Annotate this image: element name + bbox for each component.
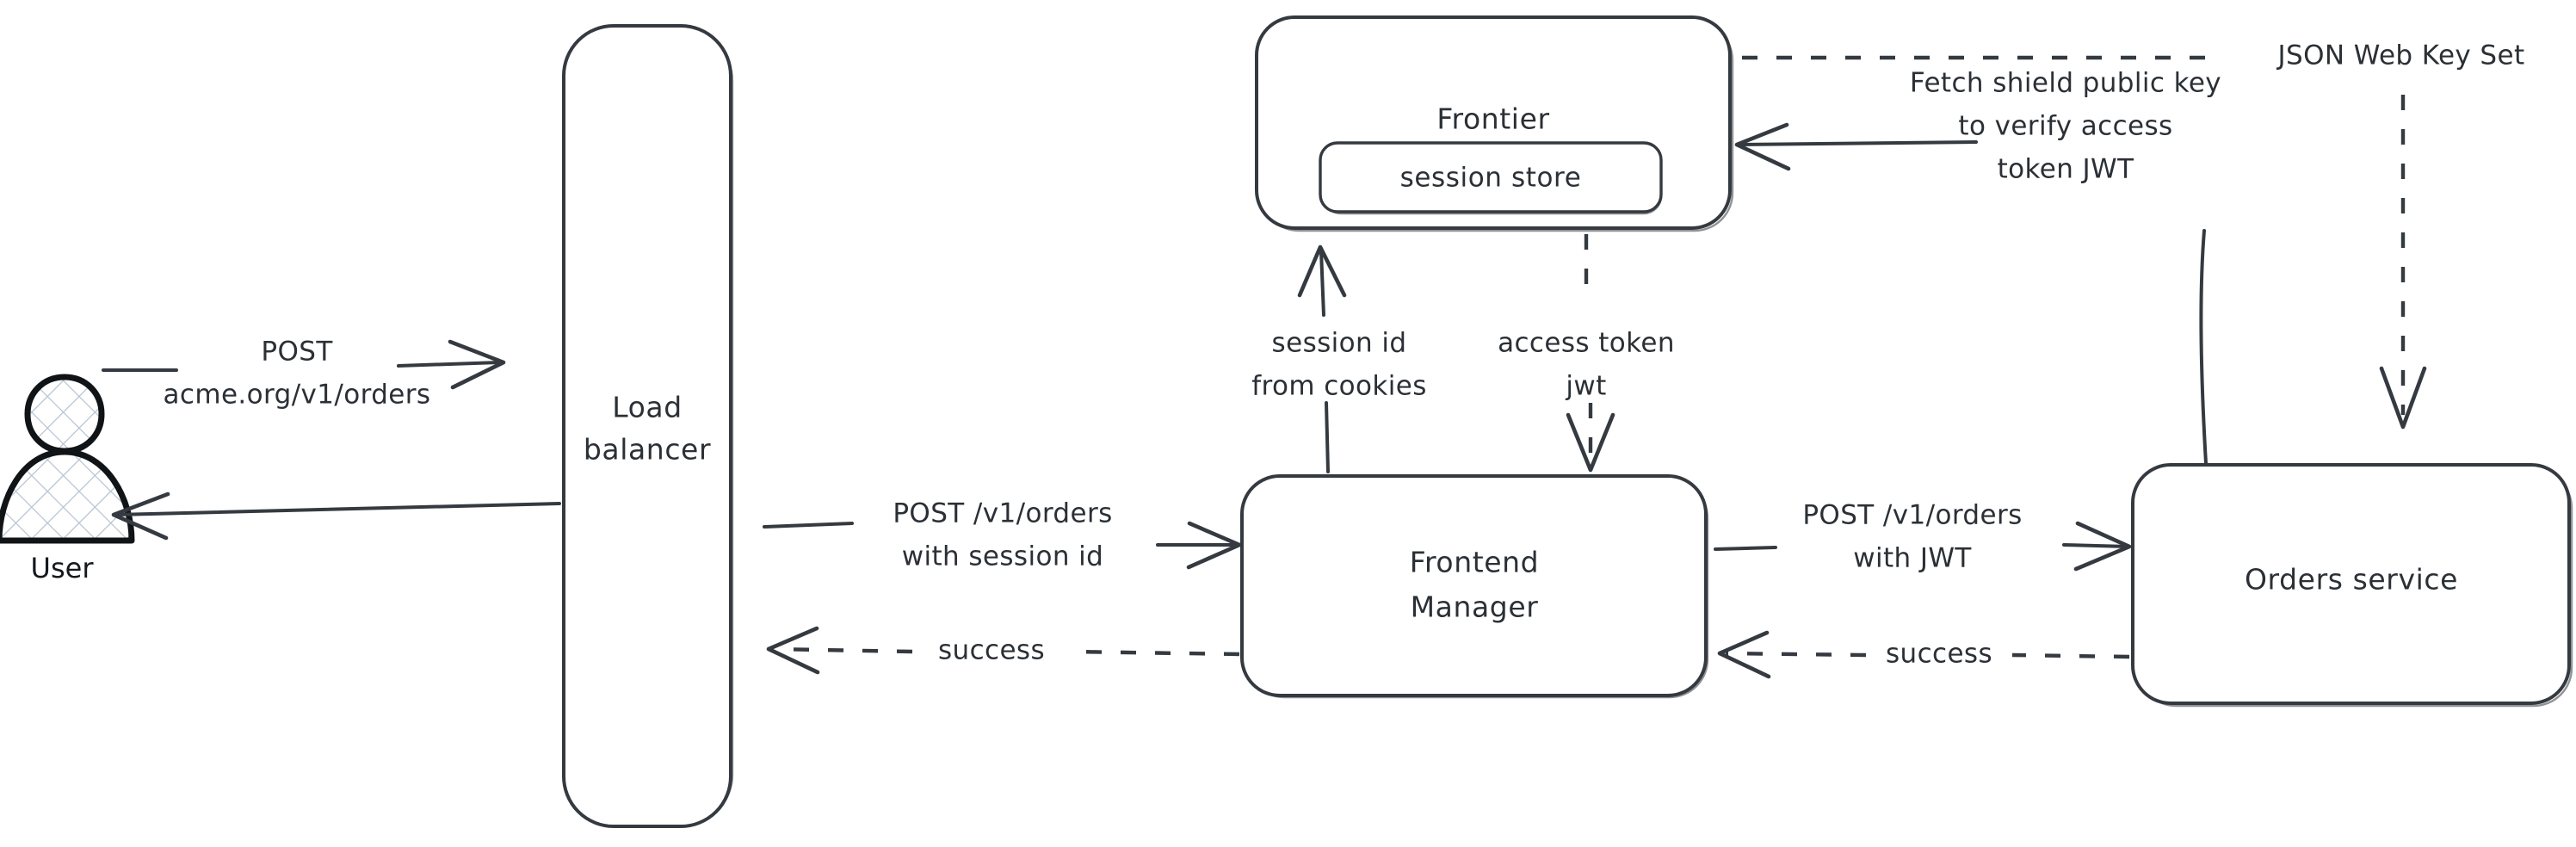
edge-user-to-lb-label-line1: POST bbox=[261, 337, 333, 368]
edge-lb-to-frontend-manager: POST /v1/orders with session id bbox=[763, 498, 1242, 572]
edge-user-to-lb-label-line2: acme.org/v1/orders bbox=[164, 380, 431, 411]
edge-user-to-lb-line-right bbox=[397, 361, 501, 368]
edge-fm-to-orders-arrowhead bbox=[2073, 521, 2132, 572]
edge-fm-to-lb-line-left bbox=[774, 646, 913, 654]
node-session-store[interactable]: session store bbox=[1319, 141, 1663, 215]
edge-fetch-key-label-line2: to verify access bbox=[1958, 111, 2172, 142]
edge-lb-to-user-arrowhead bbox=[111, 492, 170, 541]
node-load-balancer[interactable]: Load balancer bbox=[562, 24, 734, 828]
edge-load-balancer-to-user bbox=[111, 492, 561, 541]
edge-lb-to-fm-label-line2: with session id bbox=[902, 541, 1104, 572]
edge-jwks-label: JSON Web Key Set bbox=[2276, 40, 2524, 71]
load-balancer-label-line2: balancer bbox=[584, 433, 711, 467]
edge-frontier-to-fm-arrowhead bbox=[1566, 412, 1615, 473]
frontend-manager-label-line2: Manager bbox=[1411, 590, 1539, 624]
edge-lb-to-fm-label-line1: POST /v1/orders bbox=[893, 498, 1112, 529]
node-frontier[interactable]: Frontier session store bbox=[1255, 15, 1734, 232]
edge-lb-to-user-line bbox=[114, 502, 561, 516]
frontend-manager-label-line1: Frontend bbox=[1410, 546, 1539, 579]
edge-fm-to-frontier: session id from cookies bbox=[1251, 244, 1427, 473]
edge-fm-to-frontier-label-line1: session id bbox=[1272, 328, 1407, 359]
edge-fm-to-frontier-arrowhead bbox=[1297, 244, 1347, 298]
edge-orders-to-fm-line-left bbox=[1725, 651, 1867, 658]
edge-fm-to-lb-line-right bbox=[1071, 649, 1240, 657]
edge-fm-to-lb-arrowhead bbox=[766, 626, 820, 675]
orders-service-box bbox=[2131, 463, 2571, 705]
node-orders-service[interactable]: Orders service bbox=[2131, 463, 2573, 708]
edge-orders-to-fm-line-right bbox=[2011, 652, 2130, 659]
edge-frontier-to-orders-jwks: JSON Web Key Set bbox=[1742, 40, 2524, 430]
session-store-label: session store bbox=[1400, 163, 1582, 194]
edge-fm-to-orders-line-left bbox=[1714, 546, 1777, 551]
edge-frontier-to-fm: access token jwt bbox=[1498, 234, 1675, 473]
edge-fm-to-orders-line-right bbox=[2062, 543, 2129, 548]
edge-fm-to-orders-label-line2: with JWT bbox=[1853, 543, 1972, 574]
edge-fm-to-lb-success: success bbox=[766, 626, 1240, 675]
edge-fm-to-lb-label: success bbox=[938, 635, 1045, 666]
edge-frontier-to-fm-label-line1: access token bbox=[1498, 328, 1675, 359]
frontier-label: Frontier bbox=[1436, 102, 1549, 136]
edge-fm-to-frontier-line-lower bbox=[1325, 401, 1330, 473]
edge-fm-to-orders-label-line1: POST /v1/orders bbox=[1802, 500, 2022, 531]
person-icon-body bbox=[0, 448, 135, 544]
person-icon-head bbox=[24, 374, 105, 454]
edge-lb-to-fm-arrowhead bbox=[1186, 521, 1242, 570]
edge-jwks-arrowhead bbox=[2379, 366, 2427, 430]
edge-user-to-lb-arrowhead bbox=[448, 339, 506, 390]
edge-user-to-load-balancer: POST acme.org/v1/orders bbox=[102, 337, 506, 411]
edge-orders-to-fm-arrowhead bbox=[1717, 630, 1771, 679]
edge-frontier-to-fm-label-line2: jwt bbox=[1565, 371, 1606, 402]
actor-user: User bbox=[0, 374, 135, 584]
orders-service-label: Orders service bbox=[2245, 563, 2458, 597]
edge-fetch-key-label-line3: token JWT bbox=[1998, 154, 2135, 185]
session-store-box bbox=[1319, 141, 1663, 213]
load-balancer-box bbox=[562, 24, 732, 828]
edge-fetch-key-line-horizontal bbox=[1739, 140, 1978, 146]
edge-lb-to-fm-line-left bbox=[763, 522, 854, 529]
edge-fetch-key-arrowhead bbox=[1734, 122, 1791, 171]
node-frontend-manager[interactable]: Frontend Manager bbox=[1240, 474, 1709, 699]
edge-orders-to-fm-success: success bbox=[1717, 630, 2130, 679]
edge-fm-to-frontier-line-upper bbox=[1319, 250, 1325, 317]
edge-fm-to-frontier-label-line2: from cookies bbox=[1251, 371, 1427, 402]
frontend-manager-box bbox=[1240, 474, 1708, 697]
actor-user-label: User bbox=[31, 552, 95, 584]
edge-orders-to-fm-label: success bbox=[1886, 639, 1992, 670]
edge-fetch-key-label-line1: Fetch shield public key bbox=[1910, 68, 2221, 99]
edge-fetch-key-line-vertical bbox=[2199, 229, 2208, 465]
edge-fm-to-orders: POST /v1/orders with JWT bbox=[1714, 500, 2132, 574]
edge-orders-to-frontier-fetch: Fetch shield public key to verify access… bbox=[1734, 68, 2221, 465]
load-balancer-label-line1: Load bbox=[612, 391, 683, 424]
